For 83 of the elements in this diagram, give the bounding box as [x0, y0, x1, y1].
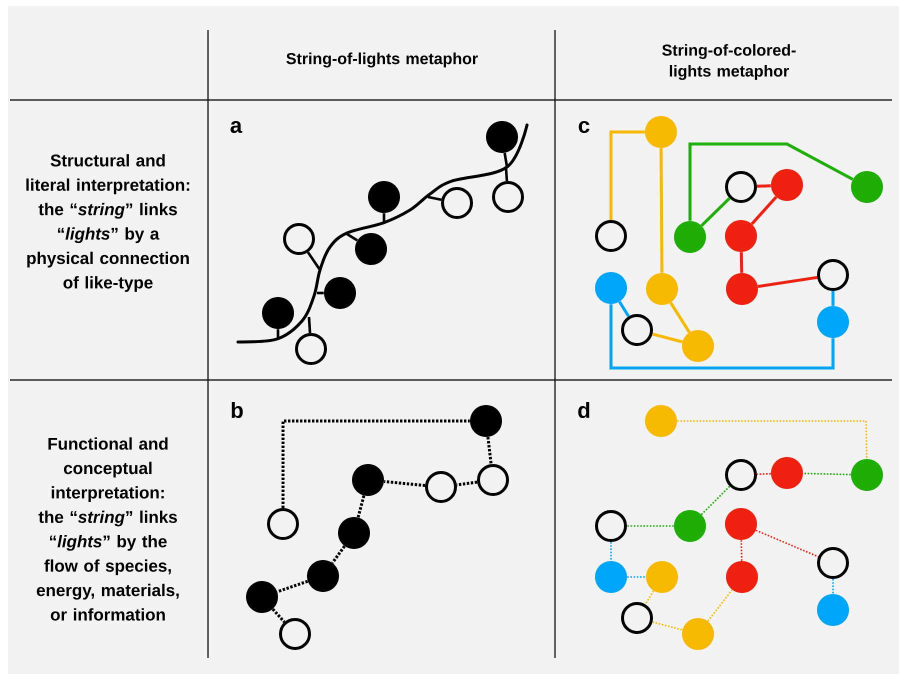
- connector-line: [758, 276, 818, 288]
- light-circle: [851, 459, 883, 491]
- light-circle: [646, 273, 678, 305]
- connector-line: [832, 291, 834, 306]
- light-circle: [771, 457, 803, 489]
- connector-line: [688, 142, 854, 221]
- dotted-connector: [700, 486, 730, 516]
- light-circle: [338, 517, 370, 549]
- column-header: String-of-colored-lights metaphor: [662, 44, 796, 80]
- dotted-connector: [272, 608, 286, 624]
- dotted-connector: [832, 579, 834, 594]
- light-circle: [726, 561, 758, 593]
- light-circle: [851, 171, 883, 203]
- connector-line: [652, 332, 683, 344]
- dotted-connector: [707, 589, 733, 622]
- wire-stem: [504, 168, 508, 182]
- dotted-connector: [652, 621, 683, 631]
- dotted-connector: [627, 576, 646, 578]
- wire-stem: [503, 152, 508, 168]
- light-circle: [674, 510, 706, 542]
- light-circle: [817, 594, 849, 626]
- connector-line: [669, 302, 691, 334]
- panel-letter: c: [578, 121, 590, 133]
- dotted-connector: [644, 590, 654, 605]
- dotted-connector: [803, 472, 851, 476]
- dotted-connector: [276, 580, 308, 594]
- light-circle: [355, 233, 387, 265]
- light-circle: [725, 220, 757, 252]
- connector-line: [756, 184, 771, 188]
- connector-line: [750, 196, 778, 225]
- dotted-connector: [610, 542, 612, 561]
- wire-stem: [346, 232, 358, 242]
- light-circle: [682, 330, 714, 362]
- light-circle: [352, 464, 384, 496]
- connector-line: [660, 148, 664, 273]
- dotted-connector: [282, 420, 470, 508]
- light-circle: [771, 169, 803, 201]
- light-circle: [279, 618, 311, 650]
- wire-stem: [382, 213, 386, 224]
- panel-letter: a: [230, 121, 242, 133]
- dotted-connector: [486, 436, 493, 464]
- light-circle: [595, 561, 627, 593]
- light-circle: [682, 618, 714, 650]
- row-header: Functional and conceptual interpretation: the “string” links “lights” by the flow of species, energy, materials, or information: [36, 437, 179, 621]
- light-circle: [725, 508, 757, 540]
- light-circle: [486, 121, 518, 153]
- light-circle: [645, 116, 677, 148]
- wire-stem: [276, 329, 280, 340]
- light-circle: [674, 221, 706, 253]
- light-circle: [324, 277, 356, 309]
- dotted-connector: [331, 545, 346, 564]
- column-header: String-of-lights metaphor: [286, 52, 478, 68]
- wire-stem: [428, 196, 442, 202]
- dotted-connector: [627, 525, 674, 527]
- dotted-connector: [456, 480, 478, 486]
- dotted-connector: [384, 480, 426, 487]
- light-circle: [646, 561, 678, 593]
- wire-stem: [308, 316, 312, 334]
- connector-line: [618, 300, 630, 318]
- light-circle: [262, 297, 294, 329]
- light-circle: [368, 181, 400, 213]
- connector-line: [610, 130, 645, 220]
- dotted-connector: [677, 420, 868, 459]
- dotted-connector: [356, 495, 366, 518]
- dotted-connector: [756, 472, 771, 476]
- panel-letter: b: [232, 402, 243, 418]
- connector-line: [700, 197, 731, 227]
- dotted-connector: [756, 530, 819, 558]
- light-circle: [595, 272, 627, 304]
- wire-stem: [306, 252, 322, 271]
- light-circle: [621, 602, 653, 634]
- wire-stem: [317, 292, 324, 294]
- row-header: Structural and literal interpretation: the “string” links “lights” by a physical connection of like-type: [26, 154, 190, 292]
- light-circle: [470, 405, 502, 437]
- connector-line: [740, 252, 744, 273]
- dotted-connector: [740, 540, 742, 561]
- light-circle: [817, 306, 849, 338]
- connector-line: [610, 304, 834, 370]
- light-circle: [726, 273, 758, 305]
- light-circle: [246, 581, 278, 613]
- light-circle: [307, 560, 339, 592]
- panel-letter: d: [578, 402, 590, 418]
- light-circle: [645, 405, 677, 437]
